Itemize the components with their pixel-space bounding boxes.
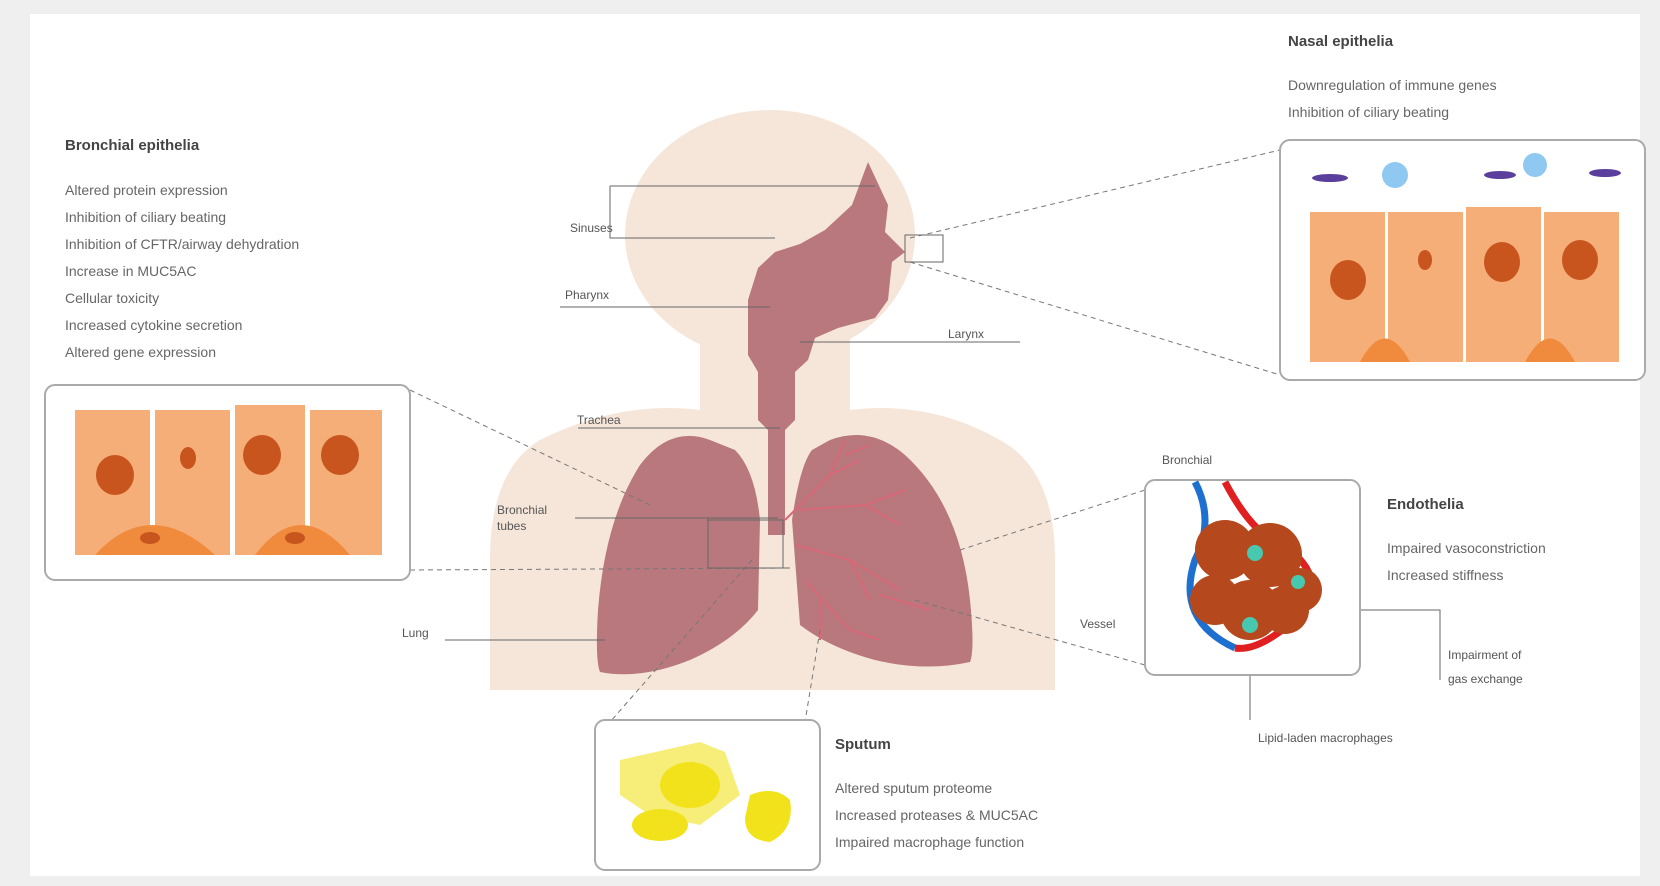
list-item: Increased cytokine secretion xyxy=(65,312,299,339)
bronchial-cell-panel xyxy=(45,385,410,580)
bronchial-epithelia-title: Bronchial epithelia xyxy=(65,137,199,154)
alveoli-panel xyxy=(1145,480,1360,675)
list-item: Impaired macrophage function xyxy=(835,829,1038,856)
nasal-epithelia-list: Downregulation of immune genes Inhibitio… xyxy=(1288,72,1497,126)
endothelia-list: Impaired vasoconstriction Increased stif… xyxy=(1387,535,1546,589)
list-item: Increase in MUC5AC xyxy=(65,258,299,285)
list-item: Inhibition of CFTR/airway dehydration xyxy=(65,231,299,258)
label-bronchial-vessel: Bronchial xyxy=(1162,453,1212,467)
label-bronchial-tubes-2: tubes xyxy=(497,519,526,533)
list-item: Altered protein expression xyxy=(65,177,299,204)
list-item: Impaired vasoconstriction xyxy=(1387,535,1546,562)
label-sinuses: Sinuses xyxy=(570,221,613,235)
label-macrophages: Lipid-laden macrophages xyxy=(1258,731,1393,745)
list-item: Cellular toxicity xyxy=(65,285,299,312)
list-item: Inhibition of ciliary beating xyxy=(65,204,299,231)
list-item: Downregulation of immune genes xyxy=(1288,72,1497,99)
label-lung: Lung xyxy=(402,626,429,640)
nasal-epithelia-title: Nasal epithelia xyxy=(1288,33,1393,50)
sputum-list: Altered sputum proteome Increased protea… xyxy=(835,775,1038,856)
list-item: Inhibition of ciliary beating xyxy=(1288,99,1497,126)
label-vessel: Vessel xyxy=(1080,617,1115,631)
list-item: Altered gene expression xyxy=(65,339,299,366)
label-trachea: Trachea xyxy=(577,413,621,427)
label-gas-exchange-1: Impairment of xyxy=(1448,648,1521,662)
nasal-cell-panel xyxy=(1280,140,1645,380)
label-larynx: Larynx xyxy=(948,327,984,341)
endothelia-title: Endothelia xyxy=(1387,496,1464,513)
sputum-title: Sputum xyxy=(835,736,891,753)
list-item: Increased stiffness xyxy=(1387,562,1546,589)
label-gas-exchange-2: gas exchange xyxy=(1448,672,1523,686)
list-item: Altered sputum proteome xyxy=(835,775,1038,802)
label-pharynx: Pharynx xyxy=(565,288,609,302)
bronchial-epithelia-list: Altered protein expression Inhibition of… xyxy=(65,177,299,366)
sputum-panel xyxy=(595,720,820,870)
list-item: Increased proteases & MUC5AC xyxy=(835,802,1038,829)
label-bronchial-tubes-1: Bronchial xyxy=(497,503,547,517)
